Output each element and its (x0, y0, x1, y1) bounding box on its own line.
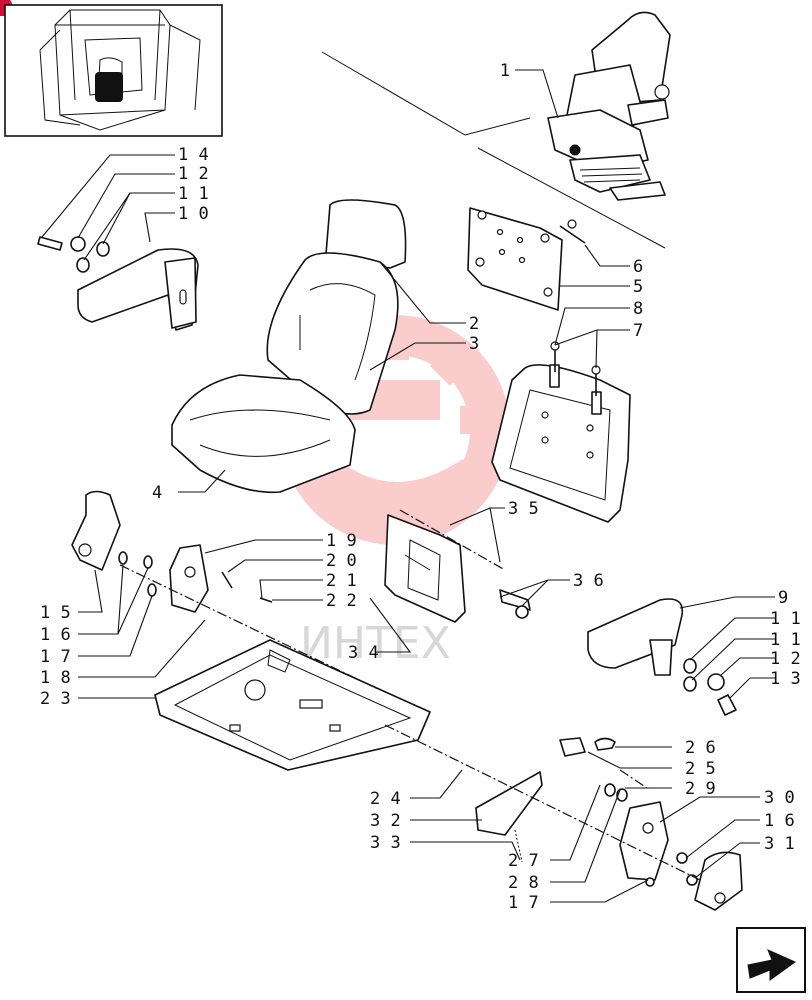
callout-label: 1 (500, 61, 510, 81)
callout-label: 3 6 (573, 571, 604, 591)
callout-label: 3 1 (764, 834, 795, 854)
callout-label: 1 1 (770, 609, 801, 629)
callout-label: 1 7 (40, 647, 71, 667)
callout-label: 3 4 (348, 643, 379, 663)
leader-lines (41, 69, 775, 903)
callout-label: 8 (633, 299, 643, 319)
callout-label: 2 3 (40, 689, 71, 709)
seat-cushion[interactable] (171, 374, 356, 494)
callout-label: 3 5 (508, 499, 539, 519)
callout-label: 1 6 (764, 811, 795, 831)
callout-label: 1 1 (770, 630, 801, 650)
callout-label: 1 1 (178, 184, 209, 204)
right-latch-assembly[interactable] (475, 737, 743, 911)
fasteners-left-armrest[interactable] (37, 236, 110, 273)
next-page-arrow-icon[interactable] (736, 927, 806, 993)
callout-label: 3 2 (370, 811, 401, 831)
leader-line-diagonal (321, 51, 531, 136)
callout-label: 2 2 (326, 591, 357, 611)
callout-label: 2 1 (326, 571, 357, 591)
fasteners-right-armrest[interactable] (683, 658, 737, 716)
callout-label: 4 (152, 483, 162, 503)
assembly-axis (619, 769, 651, 791)
callout-label: 6 (633, 257, 643, 277)
backrest-cushion[interactable] (266, 199, 407, 415)
hinge-plate-assembly[interactable] (384, 514, 531, 623)
callout-label: 2 (469, 314, 479, 334)
callout-label: 2 9 (685, 779, 716, 799)
callout-label: 1 6 (40, 625, 71, 645)
callout-label: 2 8 (508, 873, 539, 893)
seat-base-frame[interactable] (154, 639, 431, 771)
callout-label: 9 (778, 588, 788, 608)
complete-seat-assembly[interactable] (547, 11, 671, 201)
armrest-left[interactable] (77, 248, 199, 331)
callout-labels: 1 1 4 1 2 1 1 1 0 6 5 8 7 2 3 4 3 5 3 6 … (40, 61, 801, 913)
callout-label: 2 6 (685, 738, 716, 758)
callout-label: 1 3 (770, 669, 801, 689)
assembly-axis (119, 564, 381, 691)
tractor-cab-thumbnail[interactable] (4, 4, 223, 137)
callout-label: 1 4 (178, 145, 209, 165)
assembly-axis (384, 724, 701, 881)
seat-highlight (95, 72, 123, 102)
watermark-text: ИНТЕХ (300, 618, 451, 669)
callout-label: 3 (469, 334, 479, 354)
callout-label: 1 8 (40, 668, 71, 688)
callout-label: 1 9 (326, 531, 357, 551)
callout-label: 2 0 (326, 551, 357, 571)
callout-label: 5 (633, 277, 643, 297)
callout-label: 7 (633, 321, 643, 341)
leader-line-diagonal (477, 147, 666, 249)
callout-label: 1 2 (178, 164, 209, 184)
backrest-plate[interactable] (467, 207, 563, 311)
assembly-axis (399, 509, 506, 571)
screw-6[interactable] (559, 219, 586, 244)
armrest-right[interactable] (587, 598, 684, 676)
callout-label: 1 5 (40, 603, 71, 623)
callout-label: 3 3 (370, 833, 401, 853)
callout-label: 2 7 (508, 851, 539, 871)
callout-label: 3 0 (764, 788, 795, 808)
callout-label: 1 2 (770, 649, 801, 669)
left-bracket-assembly[interactable] (71, 490, 273, 613)
bolts-7[interactable] (550, 341, 601, 396)
callout-label: 1 0 (178, 204, 209, 224)
callout-label: 2 4 (370, 789, 401, 809)
callout-label: 1 7 (508, 893, 539, 913)
callout-label: 2 5 (685, 759, 716, 779)
